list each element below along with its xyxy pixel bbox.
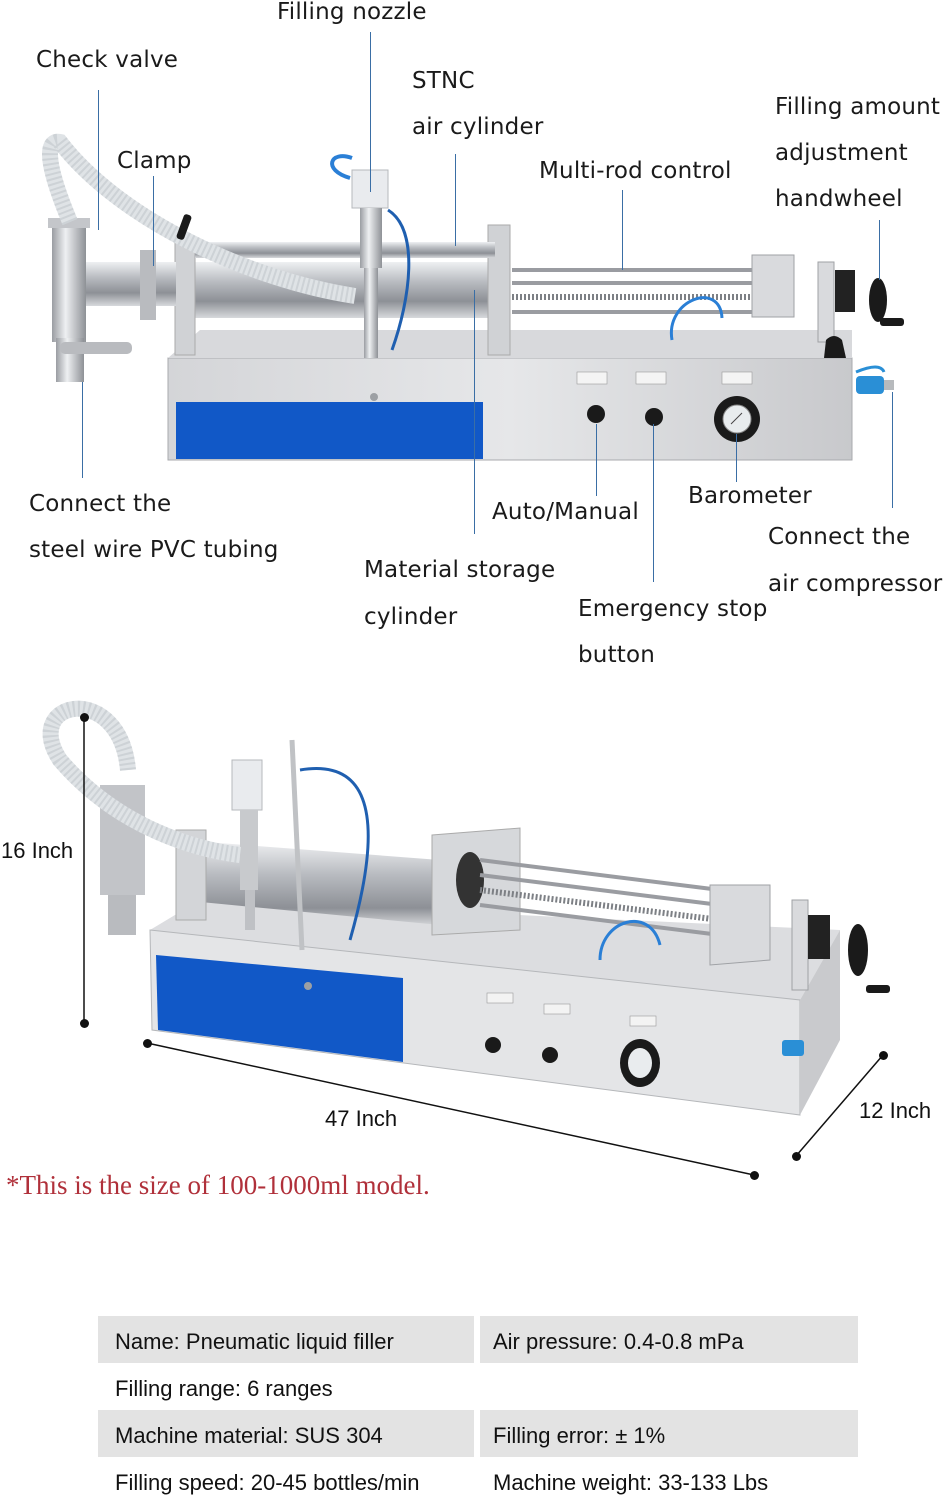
leader-line-pvc xyxy=(82,382,83,478)
top-machine-diagram: Filling nozzle Check valve STNC air cyli… xyxy=(0,0,944,680)
filling-machine-front-illustration xyxy=(42,133,904,461)
label-material-2: cylinder xyxy=(364,604,458,630)
label-estop-1: Emergency stop xyxy=(578,596,768,622)
label-stnc-1: STNC xyxy=(412,68,475,94)
leader-line-handwheel xyxy=(879,220,880,280)
spec-name: Name: Pneumatic liquid filler xyxy=(98,1316,474,1363)
spec-material: Machine material: SUS 304 xyxy=(98,1410,474,1457)
dimension-diagram: 16 Inch 47 Inch 12 Inch xyxy=(0,690,944,1230)
dimension-dot xyxy=(792,1152,801,1161)
leader-line-multi-rod xyxy=(622,190,623,270)
label-check-valve: Check valve xyxy=(36,47,179,73)
leader-line-clamp xyxy=(153,176,154,266)
leader-line-barometer xyxy=(736,434,737,482)
spec-row: Machine material: SUS 304 Filling error:… xyxy=(98,1410,858,1457)
spec-row: Filling speed: 20-45 bottles/min Machine… xyxy=(98,1457,858,1504)
spec-filling-range: Filling range: 6 ranges xyxy=(115,1376,333,1401)
leader-line-auto-manual xyxy=(596,424,597,496)
spec-table: Name: Pneumatic liquid filler Air pressu… xyxy=(98,1316,858,1504)
dimension-depth-label: 12 Inch xyxy=(859,1098,932,1123)
label-auto-manual: Auto/Manual xyxy=(492,499,639,525)
label-material-1: Material storage xyxy=(364,557,556,583)
dimension-dot xyxy=(143,1039,152,1048)
spec-row: Name: Pneumatic liquid filler Air pressu… xyxy=(98,1316,858,1363)
leader-line-filling-nozzle xyxy=(370,32,371,192)
label-filling-nozzle: Filling nozzle xyxy=(277,0,427,25)
label-clamp: Clamp xyxy=(117,148,192,174)
label-multi-rod: Multi-rod control xyxy=(539,158,732,184)
dimension-height-label: 16 Inch xyxy=(1,838,74,864)
leader-line-estop xyxy=(653,424,654,582)
label-filling-amount-3: handwheel xyxy=(775,186,903,212)
dimension-dot xyxy=(80,1019,89,1028)
filling-machine-perspective-illustration xyxy=(42,700,890,1116)
model-size-note: *This is the size of 100-1000ml model. xyxy=(6,1170,430,1200)
dimension-dot xyxy=(750,1171,759,1180)
leader-line-stnc xyxy=(455,154,456,246)
spec-filling-speed: Filling speed: 20-45 bottles/min xyxy=(115,1470,420,1495)
label-connect-pvc-2: steel wire PVC tubing xyxy=(29,537,279,563)
label-connect-pvc-1: Connect the xyxy=(29,491,172,517)
label-filling-amount-1: Filling amount xyxy=(775,94,941,120)
label-estop-2: button xyxy=(578,642,656,668)
spec-filling-error: Filling error: ± 1% xyxy=(480,1410,858,1457)
spec-air-pressure: Air pressure: 0.4-0.8 mPa xyxy=(480,1316,858,1363)
label-connect-air-2: air compressor xyxy=(768,571,943,597)
spec-row: Filling range: 6 ranges xyxy=(98,1363,858,1410)
label-connect-air-1: Connect the xyxy=(768,524,911,550)
dimension-length-label: 47 Inch xyxy=(325,1106,398,1131)
leader-line-material xyxy=(474,290,475,534)
leader-line-check-valve xyxy=(98,90,99,230)
dimension-lines xyxy=(83,717,884,1176)
spec-empty xyxy=(480,1363,858,1410)
dimension-dot xyxy=(879,1051,888,1060)
label-stnc-2: air cylinder xyxy=(412,114,544,140)
label-barometer: Barometer xyxy=(688,483,812,509)
leader-line-air-compressor xyxy=(892,392,893,508)
spec-weight: Machine weight: 33-133 Lbs xyxy=(493,1470,769,1495)
dimension-dot xyxy=(80,713,89,722)
label-filling-amount-2: adjustment xyxy=(775,140,908,166)
